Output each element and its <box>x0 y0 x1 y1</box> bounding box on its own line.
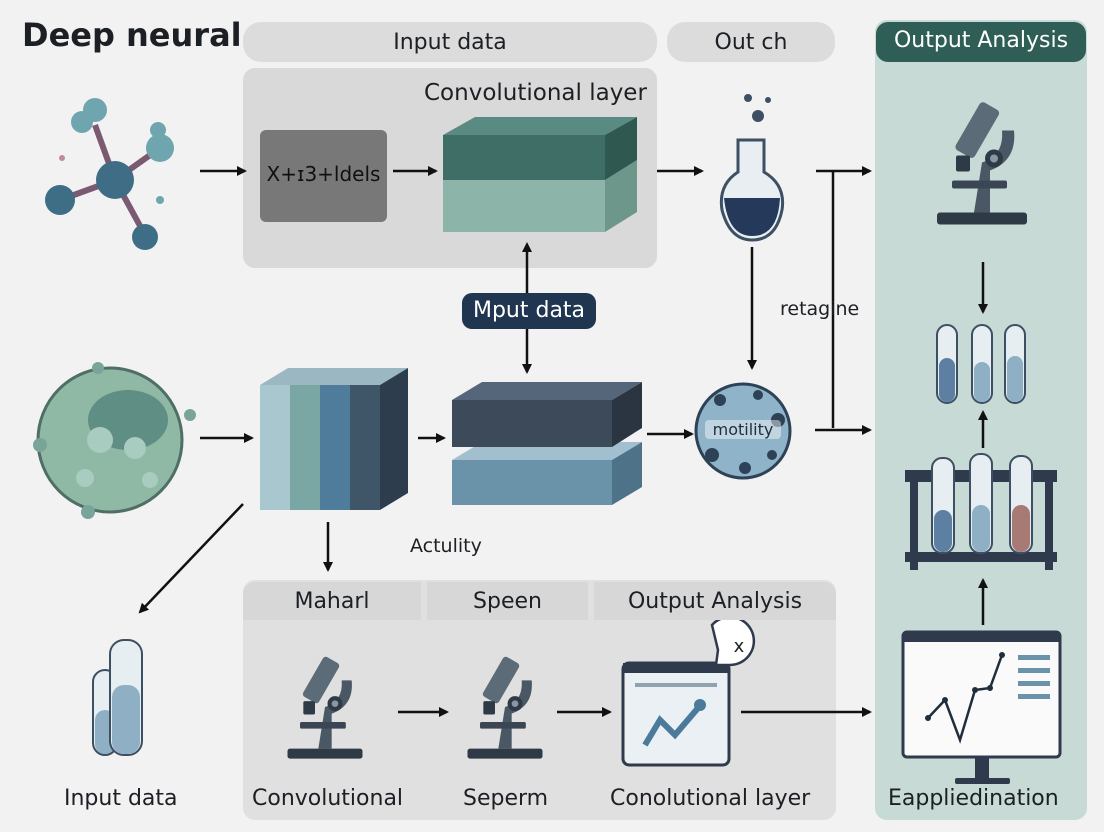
tab-maharl: Maharl <box>243 582 421 620</box>
caption-conolutional-layer: Conolutional layer <box>610 786 811 811</box>
test-tubes-icon <box>936 324 1026 404</box>
conv-slab-top <box>443 117 637 232</box>
feature-blocks <box>260 368 408 510</box>
caption-convolutional: Convolutional <box>252 786 404 811</box>
flow-arrows <box>138 166 988 717</box>
monitor-chart-icon <box>901 630 1062 784</box>
molecule-icon <box>45 98 174 250</box>
flask-icon <box>719 94 785 242</box>
chart-window-icon <box>621 615 756 767</box>
pill-out-ch: Out ch <box>667 22 835 62</box>
output-analysis-header <box>876 22 1086 62</box>
motility-sphere-icon <box>694 382 792 480</box>
tab-output-analysis: Output Analysis <box>594 582 836 620</box>
cell-icon <box>33 362 196 519</box>
popup-close-glyph: x <box>733 636 745 657</box>
formula-text: X+ɪ3+ldels <box>266 162 381 186</box>
actulity-caption: Actulity <box>410 535 482 557</box>
retagine-label: retagine <box>780 298 860 320</box>
pill-input-data: Input data <box>243 22 657 62</box>
output-analysis-title: Output Analysis <box>893 28 1069 53</box>
caption-input-data: Input data <box>64 786 178 811</box>
motility-label: motility <box>705 420 781 439</box>
output-analysis-panel <box>875 20 1087 820</box>
test-tubes-bottom-icon <box>92 639 143 756</box>
conv-layer-title: Convolutional layer <box>424 80 647 106</box>
tab-speen: Speen <box>427 582 588 620</box>
caption-seperm: Seperm <box>463 786 549 811</box>
caption-eappliedination: Eappliedination <box>888 786 1059 811</box>
formula-box <box>260 130 387 222</box>
tube-rack-icon <box>905 453 1057 570</box>
conv-slab-middle <box>452 382 642 505</box>
mput-data-badge: Mput data <box>462 293 596 329</box>
page-title: Deep neural <box>22 16 242 54</box>
